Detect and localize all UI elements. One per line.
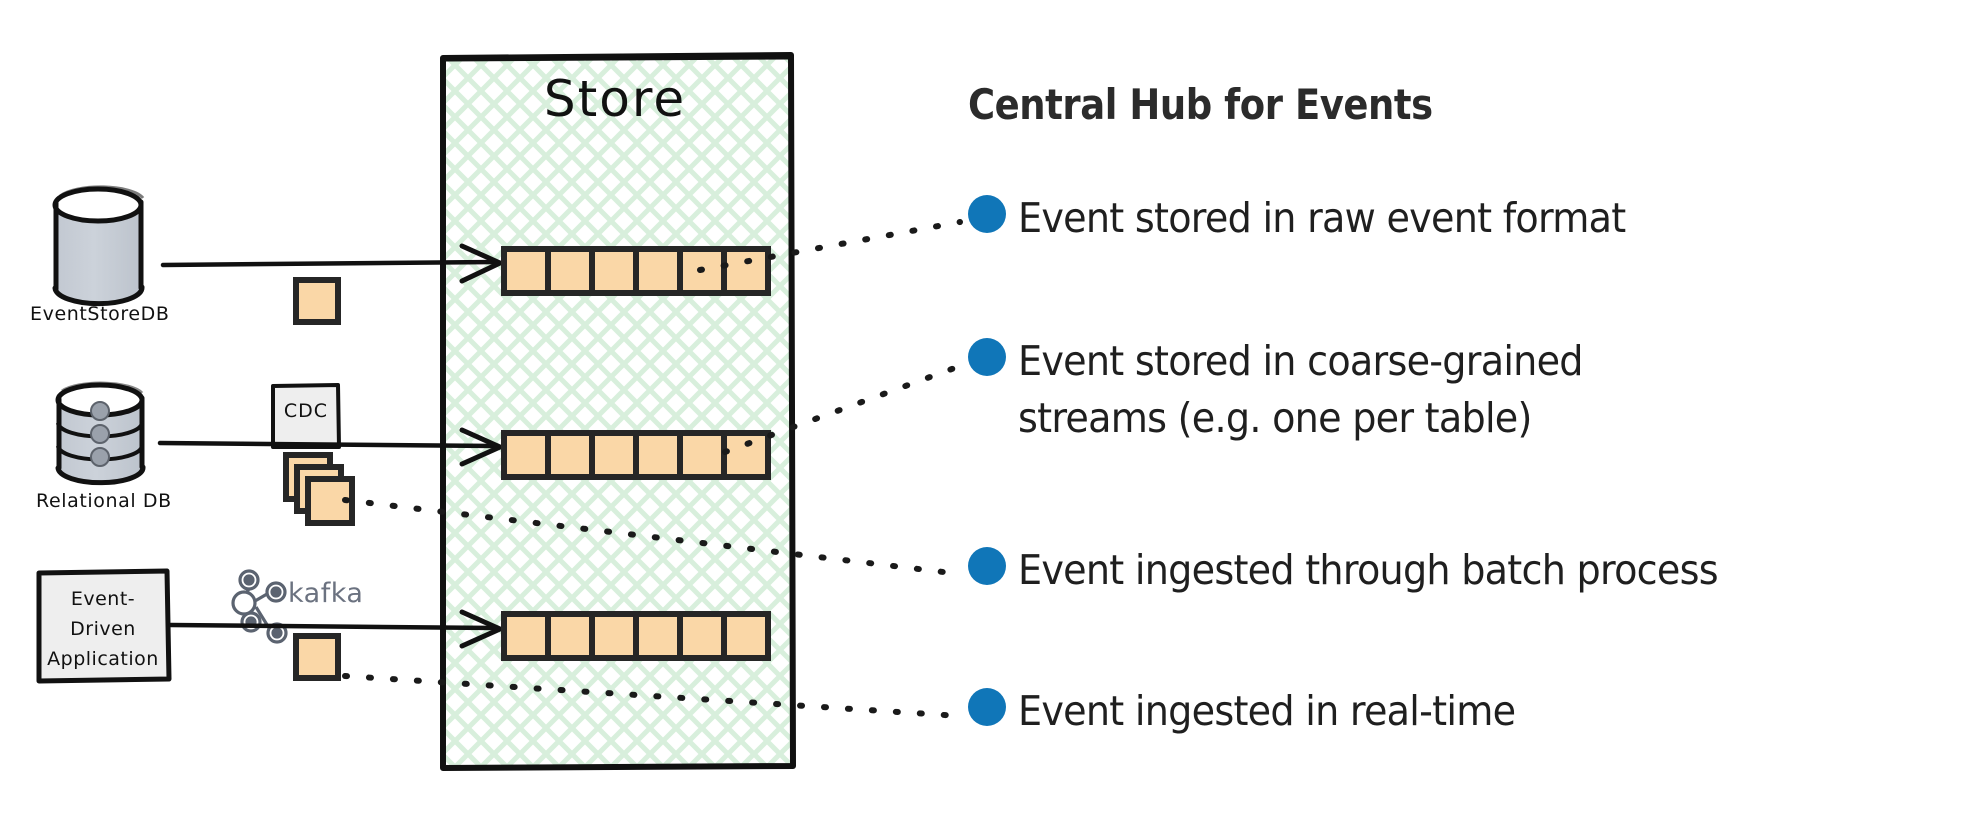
bullet-real-time: Event ingested in real-time: [968, 683, 1553, 740]
arrow-eventstoredb-to-store: [160, 243, 503, 284]
cdc-box-label: CDC: [283, 400, 329, 422]
bullet-dot-icon: [968, 338, 1006, 376]
stream-coarse: [501, 430, 771, 480]
single-event-square-icon: [293, 277, 341, 325]
application-box-label: Event- Driven Application: [40, 584, 166, 674]
bullet-raw-format-label: Event stored in raw event format: [1018, 194, 1626, 242]
bullet-real-time-label: Event ingested in real-time: [1018, 687, 1516, 735]
bullet-raw-format: Event stored in raw event format: [968, 190, 1671, 247]
bullet-coarse-grained: Event stored in coarse-grained streams (…: [968, 333, 1625, 447]
stream-realtime: [501, 611, 771, 661]
database-cylinder-icon: [52, 185, 145, 307]
stream-raw: [501, 246, 771, 296]
arrow-relationaldb-to-store: [157, 427, 503, 467]
kafka-wordmark-label: kafka: [288, 578, 364, 609]
events-panel: Central Hub for Events: [968, 80, 1928, 129]
cdc-box-icon: [271, 383, 341, 449]
bullet-batch-process: Event ingested through batch process: [968, 542, 1771, 599]
store-container: [440, 52, 796, 771]
kafka-logo-icon: [231, 569, 288, 644]
bullet-dot-icon: [968, 547, 1006, 585]
bullet-batch-process-label: Event ingested through batch process: [1018, 546, 1719, 594]
panel-title: Central Hub for Events: [968, 80, 1433, 129]
application-box-label-line-3: Application: [47, 648, 159, 670]
stacked-event-squares-icon: [283, 452, 355, 526]
callout-raw-format: [697, 219, 963, 273]
callout-batch-process: [342, 497, 963, 577]
bullet-coarse-grained-label: Event stored in coarse-grained streams (…: [1018, 337, 1584, 442]
single-event-square-icon: [293, 633, 341, 681]
bullet-dot-icon: [968, 688, 1006, 726]
application-box-label-line-1: Event-: [70, 588, 136, 610]
application-box-label-line-2: Driven: [70, 618, 136, 640]
arrow-application-to-store: [168, 609, 503, 649]
database-stack-cylinder-icon: [55, 381, 146, 486]
store-title: Store: [543, 70, 687, 128]
bullet-dot-icon: [968, 195, 1006, 233]
application-box-icon: [36, 568, 172, 684]
